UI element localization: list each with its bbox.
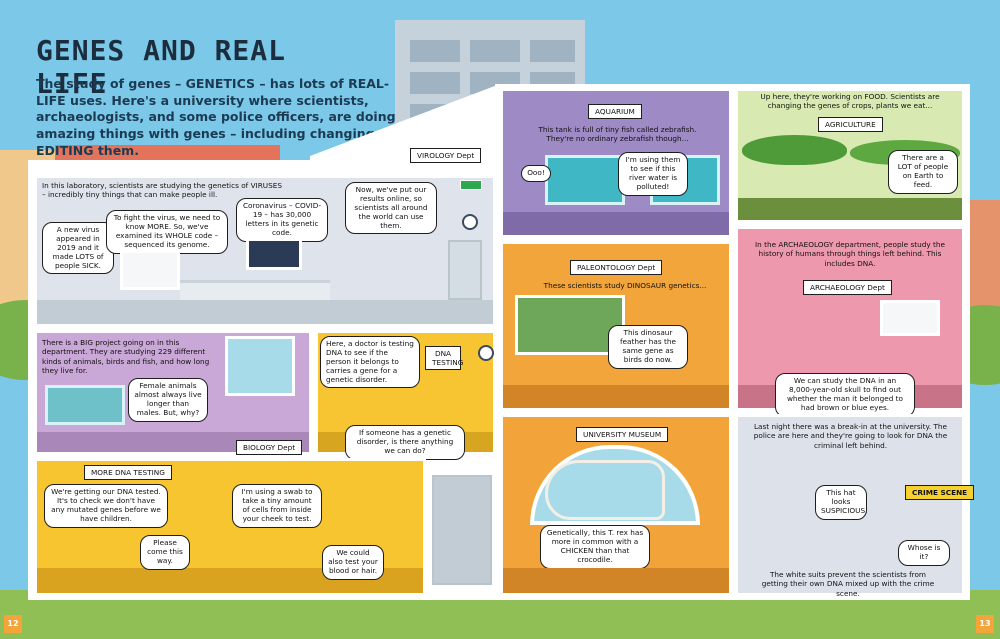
crime-bubble-1: This hat looks SUSPICIOUS. (815, 485, 867, 520)
museum-tag: UNIVERSITY MUSEUM (576, 427, 669, 442)
virology-monitor (246, 238, 302, 270)
more-dna-bubble-3: I'm using a swab to take a tiny amount o… (232, 484, 322, 528)
biology-tag: BIOLOGY Dept (236, 440, 303, 455)
more-dna-bubble-1: We're getting our DNA tested. It's to ch… (44, 484, 168, 528)
dna-bubble-2: If someone has a genetic disorder, is th… (345, 425, 465, 460)
biology-tank (45, 385, 125, 425)
archaeology-bubble: We can study the DNA in an 8,000-year-ol… (775, 373, 915, 417)
agriculture-caption: Up here, they're working on FOOD. Scient… (760, 92, 940, 111)
archaeology-caption: In the ARCHAEOLOGY department, people st… (754, 240, 946, 268)
virology-screen (120, 250, 180, 290)
page-title: GENES AND REAL LIFE (36, 34, 287, 101)
crops (742, 135, 847, 165)
virology-caption: In this laboratory, scientists are study… (42, 181, 282, 200)
virology-bubble-4: Now, we've put our results online, so sc… (345, 182, 437, 235)
biology-caption: There is a BIG project going on in this … (42, 338, 210, 376)
intro-text: The study of genes – GENETICS – has lots… (36, 76, 396, 158)
more-dna-tag: MORE DNA TESTING (84, 465, 172, 480)
aquarium-tag: AQUARIUM (588, 104, 642, 119)
virology-bubble-2: To fight the virus, we need to know MORE… (106, 210, 228, 254)
exit-sign-icon (460, 180, 482, 190)
aquarium-bubble-1: Ooo! (521, 165, 551, 182)
virology-desk (180, 280, 330, 300)
paleontology-caption: These scientists study DINOSAUR genetics… (543, 281, 707, 290)
aquarium-bubble-2: I'm using them to see if this river wate… (618, 152, 688, 196)
more-dna-bubble-2: Please come this way. (140, 535, 190, 570)
virology-door (448, 240, 482, 300)
paleontology-bubble: This dinosaur feather has the same gene … (608, 325, 688, 369)
paleontology-tag: PALEONTOLOGY Dept (570, 260, 663, 275)
virology-tag: VIROLOGY Dept (410, 148, 482, 163)
crime-footer: The white suits prevent the scientists f… (761, 570, 935, 598)
crime-caption: Last night there was a break-in at the u… (753, 422, 948, 450)
archaeology-tag: ARCHAEOLOGY Dept (803, 280, 892, 295)
agriculture-bubble: There are a LOT of people on Earth to fe… (888, 150, 958, 194)
dna-bubble-1: Here, a doctor is testing DNA to see if … (320, 336, 420, 389)
aquarium-caption: This tank is full of tiny fish called ze… (538, 125, 697, 144)
t-rex-skeleton (545, 460, 665, 520)
elevator-door (432, 475, 492, 585)
virology-bubble-1: A new virus appeared in 2019 and it made… (42, 222, 114, 275)
biology-bubble: Female animals almost always live longer… (128, 378, 208, 422)
biology-window (225, 336, 295, 396)
clock-icon-2 (478, 345, 494, 361)
zebrafish-tank (545, 155, 625, 205)
museum-bubble: Genetically, this T. rex has more in com… (540, 525, 650, 569)
page-number-left: 12 (4, 615, 22, 633)
dna-testing-tag: DNA TESTING (425, 346, 463, 370)
virology-bubble-3: Coronavirus – COVID-19 – has 30,000 lett… (236, 198, 328, 242)
page-number-right: 13 (976, 615, 994, 633)
crime-bubble-2: Whose is it? (898, 540, 950, 566)
clock-icon (462, 214, 478, 230)
crime-scene-tape: CRIME SCENE (905, 485, 975, 500)
agriculture-tag: AGRICULTURE (818, 117, 883, 132)
dinosaur-display (515, 295, 625, 355)
more-dna-bubble-4: We could also test your blood or hair. (322, 545, 384, 580)
archaeology-screen (880, 300, 940, 336)
